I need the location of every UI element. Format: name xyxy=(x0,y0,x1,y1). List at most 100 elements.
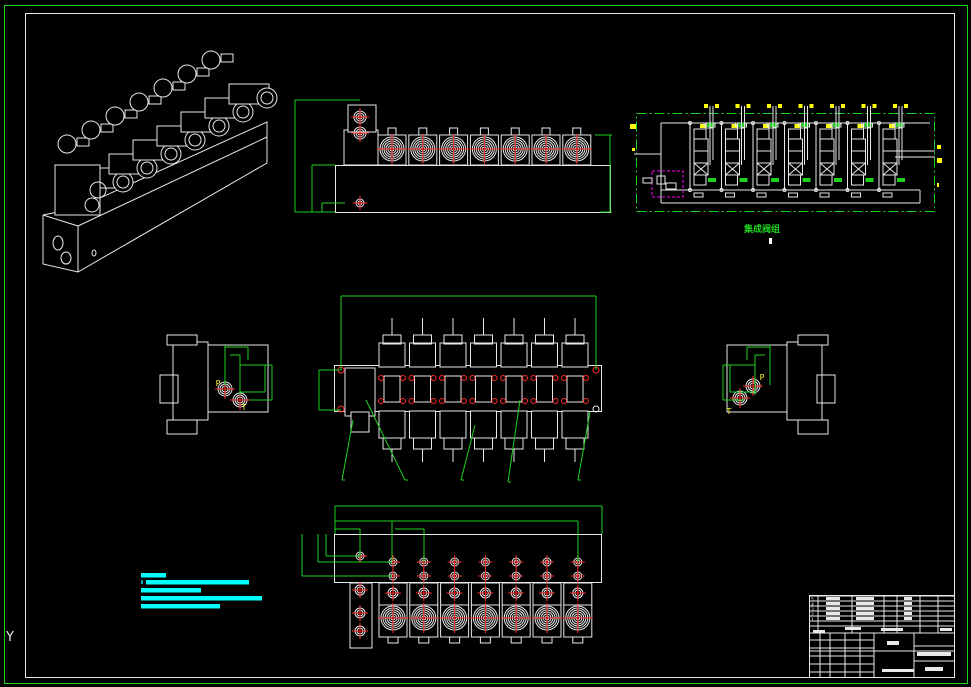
iso-mounting-hole xyxy=(91,249,97,257)
right-side-view[interactable]: PT xyxy=(722,334,836,435)
plan-bolt xyxy=(469,398,476,404)
ucs-axis-icon: Y xyxy=(6,630,14,645)
front-valve-connector xyxy=(541,127,551,136)
title-field xyxy=(882,669,914,672)
outlet-marker xyxy=(937,145,941,149)
bottom-coil-connector xyxy=(510,636,522,644)
bottom-solenoid-coil xyxy=(439,603,470,633)
side-coil-cap xyxy=(166,334,198,346)
bottom-coil-connector xyxy=(572,636,584,644)
title-field xyxy=(813,630,825,633)
revision-text xyxy=(856,612,874,615)
front-solenoid-valve xyxy=(438,127,469,166)
front-solenoid-coil xyxy=(561,134,592,164)
plan-bolt xyxy=(522,375,528,381)
side-coil-cap xyxy=(166,419,198,435)
valve-label-tag xyxy=(882,192,893,198)
bottom-solenoid-coil xyxy=(501,603,532,633)
bottom-port-b xyxy=(540,569,554,583)
plan-bolt xyxy=(491,375,498,381)
note-bullet xyxy=(141,580,143,584)
side-coil-cap xyxy=(797,334,829,346)
bottom-valve-port xyxy=(539,585,555,601)
junction xyxy=(688,188,692,192)
front-valve-connector xyxy=(572,127,582,136)
title-field xyxy=(881,628,903,631)
revision-text xyxy=(826,597,840,600)
plan-bolt xyxy=(583,398,589,404)
plan-mount-hole xyxy=(337,405,345,413)
schematic-title: 集成阀组 xyxy=(743,223,780,235)
balloon-leader xyxy=(577,411,591,481)
top-plan-view[interactable] xyxy=(318,295,602,483)
plan-bolt xyxy=(439,398,445,404)
valve-cell-center xyxy=(851,150,866,164)
bottom-port-a xyxy=(478,555,493,569)
bottom-port-b xyxy=(570,569,585,583)
actuator-port-a xyxy=(798,104,803,108)
front-solenoid-coil xyxy=(407,134,438,164)
iso-solenoid-nut xyxy=(208,115,230,137)
iso-solenoid-rear xyxy=(105,106,125,126)
title-field xyxy=(845,627,861,630)
iso-solenoid-nut xyxy=(184,129,206,151)
relief-valve-symbol xyxy=(665,182,677,190)
plan-bolt xyxy=(552,375,559,381)
cross-arrow xyxy=(882,162,898,176)
solenoid-a-marker xyxy=(889,124,895,128)
bottom-port-b xyxy=(447,569,462,583)
bottom-solenoid-coil xyxy=(562,603,593,633)
schematic-valve xyxy=(688,104,719,198)
front-elevation[interactable] xyxy=(294,99,612,213)
bottom-port-a xyxy=(509,555,524,569)
revision-text xyxy=(826,612,840,615)
plan-coil-bottom xyxy=(409,410,436,439)
solenoid-b-coil xyxy=(771,178,779,182)
solenoid-b-coil xyxy=(802,178,811,182)
plan-bolt xyxy=(400,375,406,381)
actuator-port-b xyxy=(904,104,908,108)
plan-valve-body xyxy=(444,375,462,403)
plan-coil-bottom xyxy=(561,410,589,439)
bottom-valve-port xyxy=(415,585,432,601)
isometric-view[interactable] xyxy=(42,50,278,273)
revision-text xyxy=(904,607,912,610)
plan-bolt xyxy=(378,398,384,404)
junction xyxy=(814,188,818,192)
bottom-valve-column xyxy=(408,555,439,644)
solenoid-a-marker xyxy=(826,124,832,128)
bottom-view[interactable] xyxy=(301,505,603,649)
revision-number: 2 xyxy=(811,612,814,618)
plan-coil-bottom xyxy=(470,410,497,439)
plan-bolt xyxy=(500,375,506,381)
plan-mount-hole xyxy=(592,405,600,413)
iso-connector xyxy=(76,137,90,147)
bottom-solenoid-coil xyxy=(378,603,408,633)
bottom-relief-port xyxy=(352,605,368,621)
revision-text xyxy=(826,607,840,610)
outlet-marker xyxy=(937,183,939,187)
drawing-number xyxy=(925,667,943,671)
plan-bolt xyxy=(461,375,467,381)
side-coil-cap xyxy=(797,419,829,435)
hydraulic-schematic[interactable] xyxy=(630,104,942,212)
plan-coil-bottom xyxy=(500,410,528,439)
front-relief-port xyxy=(351,124,369,142)
bottom-valve-port xyxy=(569,585,586,601)
solenoid-b-coil xyxy=(834,178,842,182)
bottom-port-b xyxy=(509,569,524,583)
plan-bolt xyxy=(408,398,415,404)
iso-solenoid-nut-inner xyxy=(164,147,178,161)
plan-bolt xyxy=(561,398,567,404)
balloon-leader xyxy=(460,424,476,481)
left-side-view[interactable]: PT xyxy=(159,334,273,435)
valve-spring-cell xyxy=(882,174,896,186)
valve-spring-cell xyxy=(819,174,833,186)
plan-coil-bottom xyxy=(531,410,558,439)
valve-cell-center xyxy=(788,150,803,164)
valve-spring-cell xyxy=(693,174,707,186)
valve-spring-cell xyxy=(788,128,801,140)
plan-bolt xyxy=(469,375,476,381)
